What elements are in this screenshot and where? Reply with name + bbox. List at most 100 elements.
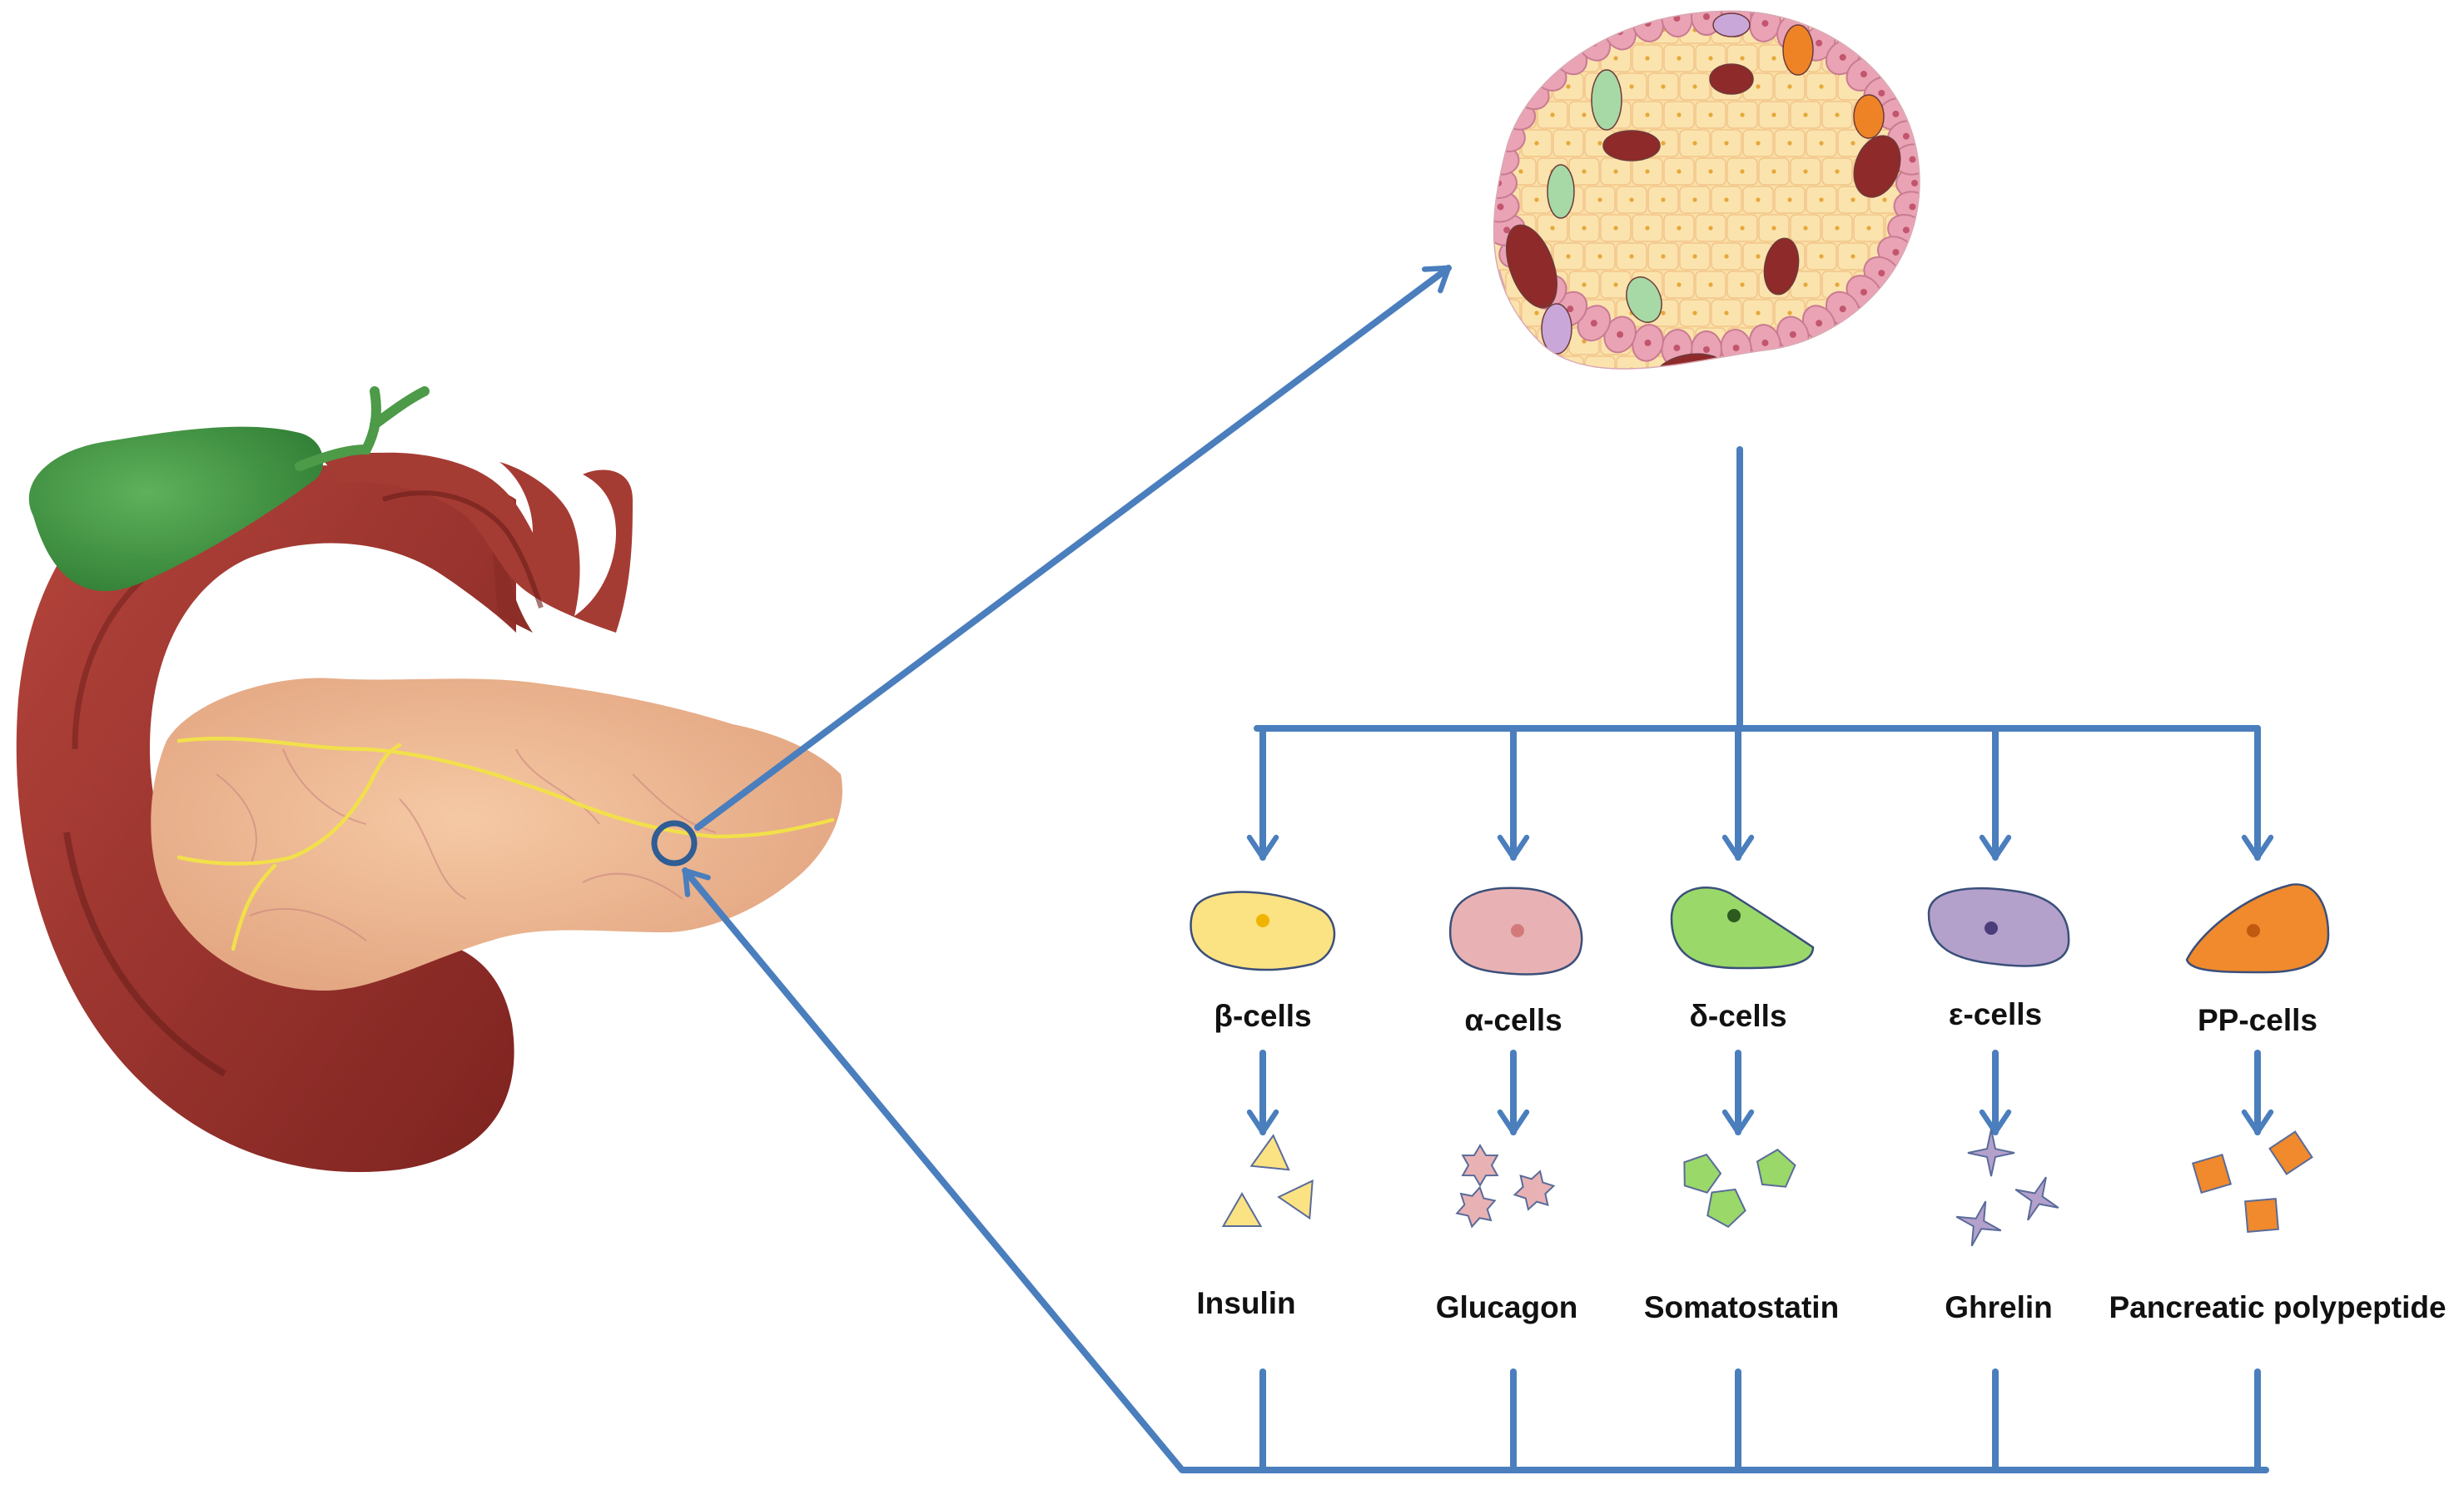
islet-cell-nucleus: [1534, 84, 1539, 89]
islet-cell-nucleus: [1930, 56, 1934, 60]
islet-cell-nucleus: [1629, 197, 1634, 202]
islet-cell-nucleus: [1692, 310, 1697, 315]
islet-cell-nucleus: [1708, 112, 1713, 117]
islet-capillary: [1602, 130, 1661, 161]
islet-cell-nucleus: [1839, 53, 1846, 61]
cell-nucleus: [1985, 921, 1998, 935]
cell-type-label: PP-cells: [2198, 1003, 2317, 1037]
islet-cell-nucleus: [1518, 169, 1523, 174]
islet-cell-nucleus: [1882, 367, 1887, 369]
islet-cell-nucleus: [1677, 169, 1682, 174]
duodenum: [16, 464, 516, 1173]
islet-cell-nucleus: [1550, 226, 1555, 231]
islet-cell-nucleus: [1850, 197, 1855, 202]
islet-cell-nucleus: [1724, 310, 1729, 315]
islet-capillary: [1853, 135, 1901, 198]
islet-cell-nucleus: [1787, 367, 1792, 369]
islet-cell-nucleus: [1930, 112, 1934, 117]
cell-δ-cells: [1670, 887, 1815, 970]
hormone-label: Glucagon: [1435, 1290, 1578, 1324]
islet-cell-nucleus: [1582, 339, 1587, 344]
islet-epsilon-cell: [1712, 12, 1751, 37]
square-molecule: [2268, 1130, 2313, 1175]
islet-cell-nucleus: [1787, 141, 1792, 146]
islet-beta-cell: [1869, 355, 1900, 369]
cell-type-label: δ-cells: [1689, 999, 1787, 1033]
islet-cell-nucleus: [1503, 367, 1508, 369]
flow-arrows: [682, 265, 2274, 1473]
islet-cell-nucleus: [1835, 169, 1840, 174]
islet-cell-nucleus: [1819, 141, 1824, 146]
hormone-symbols-Glucagon: [1455, 1144, 1556, 1229]
pancreas-illustration: [16, 386, 842, 1173]
islet-pp-cell: [1782, 24, 1814, 76]
cell-nucleus: [2247, 924, 2260, 937]
islet-cell-nucleus: [1740, 226, 1745, 231]
pancreatic-duct: [176, 736, 835, 951]
islet-beta-cell: [1821, 327, 1853, 355]
islet-cell-nucleus: [1740, 56, 1745, 61]
islet-cell-nucleus: [1661, 310, 1666, 315]
islet-cell-nucleus: [1645, 169, 1650, 174]
islet-beta-cell: [1742, 355, 1774, 369]
islet-cell-nucleus: [1550, 112, 1555, 117]
islet-cell-nucleus: [1771, 226, 1776, 231]
islet-cell-nucleus: [1819, 197, 1824, 202]
islet-beta-cell: [1869, 16, 1900, 44]
islet-cell-nucleus: [1645, 226, 1650, 231]
islet-cell-nucleus: [1566, 27, 1571, 32]
cell-ε-cells: [1927, 887, 2070, 967]
cell-types: [1190, 883, 2330, 976]
bile-duct: [295, 386, 430, 471]
islet-cell-nucleus: [1803, 112, 1808, 117]
islet-cell-nucleus: [1898, 339, 1903, 344]
islet-cell-nucleus: [1850, 254, 1855, 259]
islet-cell-nucleus: [1761, 20, 1769, 27]
pentagon-molecule: [1756, 1148, 1796, 1188]
islet-cell-nucleus: [1789, 330, 1796, 338]
islet-cell-nucleus: [1590, 320, 1597, 327]
hormone-symbols-Somatostatin: [1683, 1148, 1796, 1229]
islet-beta-cell: [1505, 327, 1537, 355]
islet-cell-nucleus: [1566, 254, 1571, 259]
islet-cell-nucleus: [1803, 226, 1808, 231]
islet-cell-nucleus: [1613, 56, 1618, 61]
islet-cell-nucleus: [1835, 112, 1840, 117]
islet-beta-cell: [1552, 16, 1584, 44]
hormone-label: Somatostatin: [1643, 1290, 1840, 1324]
islet-beta-cell: [1505, 44, 1537, 72]
stomach-segment: [308, 452, 533, 633]
four-point-star-molecule: [1955, 1200, 2002, 1247]
islet-cell-nucleus: [1534, 197, 1539, 202]
islet-cell-nucleus: [1708, 282, 1713, 287]
four-point-star-molecule: [1967, 1129, 2015, 1177]
islet-beta-cell: [1885, 327, 1916, 355]
pancreas: [151, 678, 842, 991]
islet-beta-cell: [1853, 327, 1885, 355]
star-molecule: [1455, 1185, 1497, 1229]
islet-cell-nucleus: [1550, 56, 1555, 61]
islet-cell-nucleus: [1866, 56, 1871, 61]
islet-cell-nucleus: [1756, 367, 1761, 369]
islet-beta-cell: [1869, 299, 1900, 327]
islet-cell-nucleus: [1677, 226, 1682, 231]
islet-cell-nucleus: [1803, 169, 1808, 174]
islet-cell-nucleus: [1756, 84, 1761, 89]
islet-cell-nucleus: [1661, 141, 1666, 146]
islet-cell-nucleus: [1703, 346, 1710, 353]
islet-cell-nucleus: [1708, 169, 1713, 174]
islet-cell-nucleus: [1629, 84, 1634, 89]
islet-cell-nucleus: [1787, 310, 1792, 315]
islet-beta-cell: [1494, 16, 1521, 44]
islet-cell-nucleus: [1597, 254, 1602, 259]
islet-cell-nucleus: [1503, 310, 1508, 315]
islet-cell-nucleus: [1503, 226, 1511, 234]
islet-capillary: [1709, 63, 1754, 95]
islet-cell-nucleus: [1740, 282, 1745, 287]
islet-cell-nucleus: [1724, 141, 1729, 146]
islet-cell-nucleus: [1930, 339, 1934, 343]
islet-cell-nucleus: [1582, 226, 1587, 231]
islet-location-marker: [651, 820, 698, 867]
islet-cell-nucleus: [1866, 226, 1871, 231]
